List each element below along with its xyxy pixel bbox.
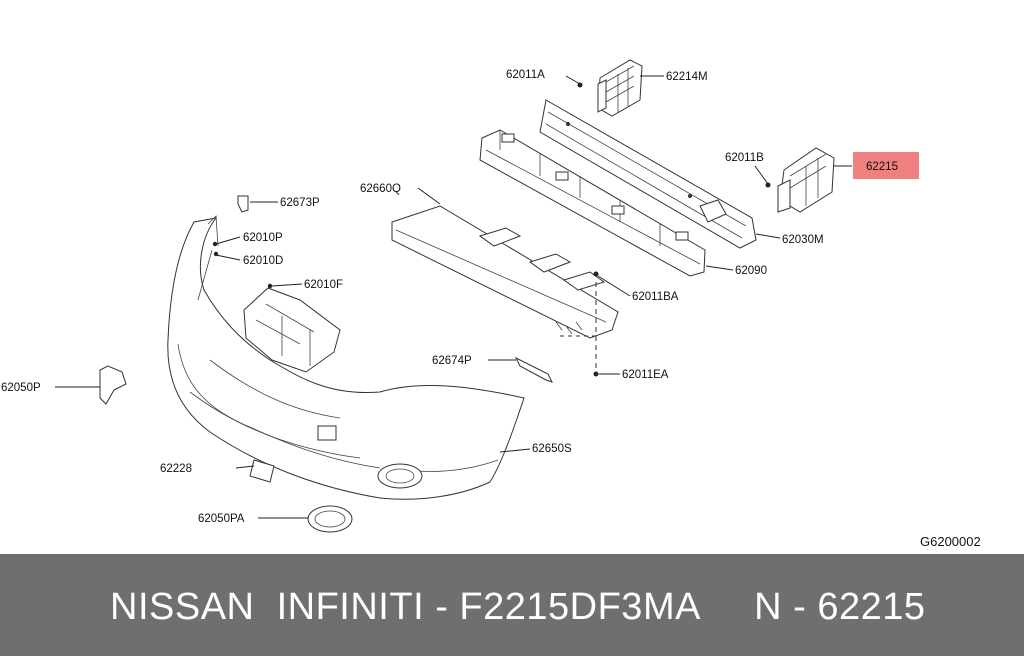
lower-reinforcement-62660q-drawing bbox=[391, 205, 619, 339]
label-62673p: 62673P bbox=[280, 197, 320, 209]
label-62011a: 62011A bbox=[506, 69, 545, 81]
bracket-62215-drawing bbox=[777, 147, 835, 213]
footer-part-info: NISSAN INFINITI - F2215DF3MA N - 62215 bbox=[110, 586, 926, 628]
label-62660q: 62660Q bbox=[360, 183, 401, 195]
footer-bar: NISSAN INFINITI - F2215DF3MA N - 62215 bbox=[0, 554, 1024, 656]
grille-bracket-62010f-drawing bbox=[243, 287, 341, 373]
bumper-fascia-62650s-drawing bbox=[167, 215, 525, 500]
clip-62011ea bbox=[593, 371, 599, 377]
label-62030m: 62030M bbox=[782, 234, 824, 246]
bracket-62050p-drawing bbox=[99, 365, 127, 405]
cover-62228-drawing bbox=[249, 459, 275, 483]
label-62228: 62228 bbox=[160, 463, 192, 475]
label-62050pa: 62050PA bbox=[198, 513, 245, 525]
clip-62673p-drawing bbox=[237, 195, 249, 213]
label-62674p: 62674P bbox=[432, 355, 472, 367]
label-62010d: 62010D bbox=[243, 255, 283, 267]
label-62011ba: 62011BA bbox=[632, 291, 679, 303]
bolt-62011b bbox=[765, 182, 771, 188]
front-bumper-exploded-diagram: 62011A 62214M 62215 62011B 62030M 62090 … bbox=[1, 59, 981, 549]
energy-absorber-62090-drawing bbox=[479, 129, 706, 277]
label-62214m: 62214M bbox=[666, 71, 708, 83]
diagram-code: G6200002 bbox=[920, 534, 981, 549]
label-62010f: 62010F bbox=[304, 279, 343, 291]
screw-62010f bbox=[267, 283, 273, 289]
bezel-62050pa-drawing bbox=[307, 505, 353, 533]
label-62011b: 62011B bbox=[725, 152, 764, 164]
label-62010p: 62010P bbox=[243, 232, 283, 244]
bracket-62214m-drawing bbox=[597, 59, 643, 117]
label-62011ea: 62011EA bbox=[622, 369, 669, 381]
label-62650s: 62650S bbox=[532, 443, 572, 455]
label-62050p: 62050P bbox=[1, 382, 41, 394]
highlight-62215 bbox=[853, 152, 919, 179]
screw-62010p bbox=[212, 241, 218, 247]
label-62090: 62090 bbox=[735, 265, 767, 277]
label-62215: 62215 bbox=[866, 161, 898, 173]
seal-62674p-drawing bbox=[514, 356, 553, 383]
bumper-reinforcement-62030m-drawing bbox=[539, 99, 757, 249]
clip-62011ba bbox=[593, 271, 599, 277]
